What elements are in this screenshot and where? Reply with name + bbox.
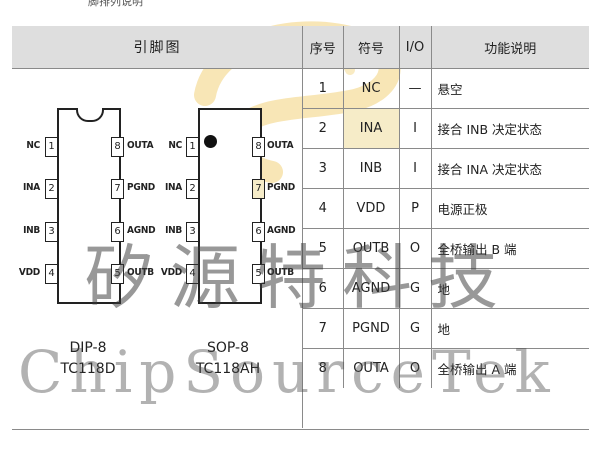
cell-function: 接合 INB 决定状态 [431,108,589,149]
cell-symbol: OUTA [343,348,400,388]
cell-io: G [399,268,432,309]
cell-index: 4 [303,188,344,229]
sop-pin-5-label: OUTB [267,267,294,278]
table-row: 2 INA I 接合 INB 决定状态 [303,108,589,149]
dip-pin-1: 1 [45,137,58,157]
sop-pin-7-label: PGND [267,182,295,193]
cell-index: 8 [303,348,344,388]
dip-pin-4: 4 [45,264,58,284]
table-row: 5 OUTB O 全桥输出 B 端 [303,228,589,269]
sop8-package-body [198,108,262,304]
sop-pin-3: 3 [186,222,199,242]
pin-function-table: 序号 符号 I/O 功能说明 1 NC — 悬空 2 INA I 接合 INB … [303,26,589,388]
sop-pin-1-label: NC [168,140,182,151]
sop-pin-2: 2 [186,179,199,199]
sop-pin-8: 8 [252,137,265,157]
cell-index: 3 [303,148,344,189]
dip8-package-body [57,108,121,304]
pinout-header: 引脚图 [12,26,303,69]
header-io: I/O [399,26,432,69]
pin1-dot-icon [204,135,217,148]
pin1-notch-icon [76,108,104,122]
pinout-panel: 引脚图 [12,26,303,428]
dip-pin-8-label: OUTA [127,140,154,151]
dip-pin-2-label: INA [22,182,40,193]
cell-io: P [399,188,432,229]
watermark-chinese: 矽源特科技 [84,237,514,319]
cell-function: 电源正极 [431,188,589,229]
cell-index: 7 [303,308,344,349]
cell-io: O [399,348,432,388]
table-row: 7 PGND G 地 [303,308,589,349]
cell-index: 2 [303,108,344,149]
dip-pin-5: 5 [111,264,124,284]
dip-pin-1-label: NC [26,140,40,151]
sop-pin-3-label: INB [165,225,182,236]
cell-io: — [399,68,432,109]
cell-index: 1 [303,68,344,109]
cell-io: O [399,228,432,269]
cell-symbol: AGND [343,268,400,309]
dip-pin-6-label: AGND [127,225,156,236]
sop-pin-2-label: INA [164,182,182,193]
dip-part-number: TC118D [60,361,116,377]
sop-pin-7: 7 [252,179,265,199]
cell-function: 地 [431,308,589,349]
cell-io: I [399,148,432,189]
sop-pin-4: 4 [186,264,199,284]
table-row: 3 INB I 接合 INA 决定状态 [303,148,589,189]
sop-package-name: SOP-8 [207,340,249,356]
cell-io: G [399,308,432,349]
cell-index: 5 [303,228,344,269]
header-index: 序号 [303,26,344,69]
dip-pin-6: 6 [111,222,124,242]
watermark-english: ChipSourceTek [18,338,557,406]
page-title-fragment: 脚排列说明 [0,0,600,14]
cell-function: 悬空 [431,68,589,109]
dip-pin-7: 7 [111,179,124,199]
cell-symbol: OUTB [343,228,400,269]
dip-pin-4-label: VDD [18,267,40,278]
table-row: 6 AGND G 地 [303,268,589,309]
cell-symbol: INA [343,108,400,149]
dip-pin-3: 3 [45,222,58,242]
dip-package-name: DIP-8 [69,340,107,356]
cell-symbol: NC [343,68,400,109]
sop-pin-6: 6 [252,222,265,242]
sop-pin-8-label: OUTA [267,140,294,151]
header-symbol: 符号 [343,26,400,69]
cell-function: 接合 INA 决定状态 [431,148,589,189]
cell-symbol: VDD [343,188,400,229]
dip-pin-7-label: PGND [127,182,155,193]
sop-pin-1: 1 [186,137,199,157]
table-row: 1 NC — 悬空 [303,68,589,109]
cell-index: 6 [303,268,344,309]
sop-part-number: TC118AH [195,361,261,377]
page-title-text: 脚排列说明 [88,0,143,8]
cell-symbol: PGND [343,308,400,349]
table-row: 4 VDD P 电源正极 [303,188,589,229]
cell-io: I [399,108,432,149]
sop-pin-5: 5 [252,264,265,284]
cell-symbol: INB [343,148,400,189]
table-header-row: 序号 符号 I/O 功能说明 [303,26,589,69]
cell-function: 全桥输出 B 端 [431,228,589,269]
cell-function: 地 [431,268,589,309]
dip-pin-5-label: OUTB [127,267,154,278]
sop-pin-6-label: AGND [267,225,296,236]
sop-pin-4-label: VDD [160,267,182,278]
dip-pin-3-label: INB [23,225,40,236]
table-row: 8 OUTA O 全桥输出 A 端 [303,348,589,388]
cell-function: 全桥输出 A 端 [437,362,517,377]
column-divider [302,26,303,428]
dip-pin-2: 2 [45,179,58,199]
dip-pin-8: 8 [111,137,124,157]
header-function: 功能说明 [431,26,589,69]
